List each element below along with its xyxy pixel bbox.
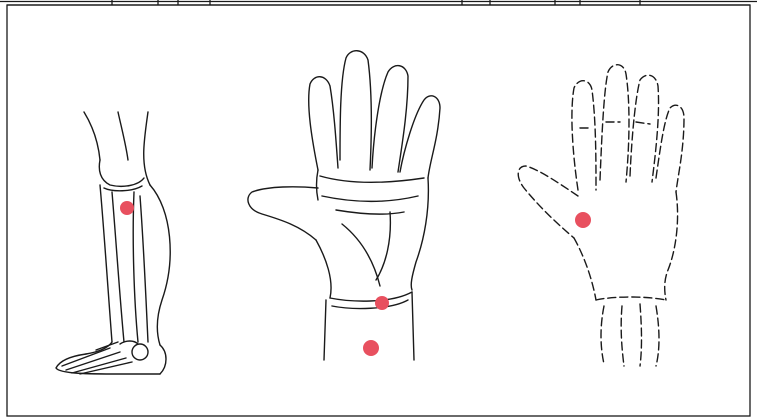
back-of-hand-illustration <box>518 65 684 366</box>
leg-illustration <box>56 112 170 374</box>
acupoint-markers <box>120 201 591 356</box>
acupoint-back-of-hand-marker <box>575 212 591 228</box>
acupoint-forearm-marker <box>363 340 379 356</box>
acupoint-wrist-crease-marker <box>375 296 389 310</box>
acupoint-leg-marker <box>120 201 134 215</box>
palm-illustration <box>248 51 440 360</box>
